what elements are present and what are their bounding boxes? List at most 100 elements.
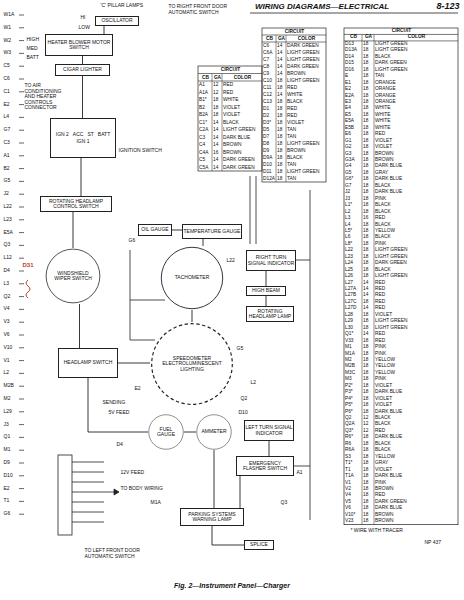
table-cell: BLACK [374, 441, 458, 447]
table-cell: C3 [198, 134, 212, 142]
table-cell: LIGHT GREEN [286, 56, 326, 63]
table-cell: DARK BLUE [374, 505, 458, 511]
wire [240, 476, 241, 508]
table-cell: VIOLET [222, 111, 262, 119]
connector-block [58, 455, 119, 535]
table-cell: J2 [344, 189, 362, 195]
wire-code: C3 [3, 140, 10, 146]
table-cell: G3A [344, 157, 362, 163]
table-cell: 18 [276, 133, 286, 140]
table-cell: BROWN [374, 151, 458, 157]
table-cell: C9 [262, 70, 276, 77]
table-cell: E [344, 73, 362, 79]
table-cell: 18 [362, 454, 374, 460]
wire [81, 158, 82, 196]
table-cell: C11 [262, 84, 276, 91]
table-cell: 14 [276, 70, 286, 77]
table-cell: BLACK [374, 54, 458, 60]
table-cell: D3* [262, 119, 276, 126]
table-cell: 18 [362, 376, 374, 382]
wire-code: V10 [3, 345, 13, 351]
table-cell: D15 [344, 60, 362, 66]
wire-code: V1 [3, 358, 10, 364]
table-header: COLOR [222, 74, 262, 82]
wire [192, 310, 193, 322]
table-cell: D8 [262, 140, 276, 147]
table-cell: 18 [362, 234, 374, 240]
table-cell: TAN [286, 161, 326, 168]
table-cell: LIGHT GREEN [374, 254, 458, 260]
table-cell: L29 [344, 318, 362, 324]
table-cell: Q1* [344, 331, 362, 337]
table-cell: BLACK [374, 267, 458, 273]
table-cell: 18 [362, 299, 374, 305]
table-cell: 18 [362, 441, 374, 447]
table-header: CIRCUIT [344, 28, 458, 34]
table-cell: LIGHT GREEN [286, 140, 326, 147]
table-cell: YELLOW [374, 454, 458, 460]
table-cell: 14 [362, 280, 374, 286]
table-cell: L25 [344, 267, 362, 273]
table-cell: 18 [362, 318, 374, 324]
table-cell: 18 [362, 176, 374, 182]
component-label: OIL GAUGE [141, 227, 168, 233]
table-cell: BLACK [374, 209, 458, 215]
table-cell: R6* [344, 434, 362, 440]
table-cell: DARK GREEN [374, 499, 458, 505]
table-cell: TAN [374, 73, 458, 79]
wire-code: L4 [3, 114, 10, 120]
component-label: SPLICE [250, 542, 268, 548]
table-cell: 18 [362, 480, 374, 486]
table-cell: 18 [362, 228, 374, 234]
component-box: RIGHT TURN SIGNAL INDICATOR [246, 250, 296, 271]
table-cell: 18 [362, 254, 374, 260]
wire-code: C5 [3, 63, 10, 69]
table-cell: 14 [212, 126, 222, 134]
table-cell: 18 [362, 389, 374, 395]
table-cell: Q2A [344, 421, 362, 427]
table-cell: D7 [262, 133, 276, 140]
table-header: GA [276, 35, 286, 42]
table-cell: 18 [362, 241, 374, 247]
callout-text: Q2 [240, 396, 248, 402]
table-cell: 18 [362, 86, 374, 92]
table-cell: 14 [212, 119, 222, 127]
table-cell: 18 [362, 273, 374, 279]
table-cell: L27 [344, 280, 362, 286]
table-cell: GRAY [374, 460, 458, 466]
table-cell: G3 [344, 151, 362, 157]
table-cell: 18 [362, 67, 374, 73]
component-label: LEFT TURN SIGNAL INDICATOR [245, 425, 293, 436]
page-title: WIRING DIAGRAMS—ELECTRICAL [255, 2, 389, 11]
table-cell: WHITE [222, 96, 262, 104]
table-cell: C1* [198, 119, 212, 127]
component-label: ST [87, 132, 93, 138]
table-cell: B2A [198, 111, 212, 119]
wire-code: L12 [3, 255, 12, 261]
table-cell: L8* [344, 241, 362, 247]
table-cell: C12 [262, 91, 276, 98]
table-cell: RED [374, 492, 458, 498]
table-cell: YELLOW [374, 370, 458, 376]
table-cell: TAN [286, 126, 326, 133]
table-cell: M1 [344, 344, 362, 350]
callout-text: TO AIR CONDITIONING AND HEATER CONTROLS … [24, 83, 73, 111]
component-label: WINDSHIELD WIPER SWITCH [53, 271, 93, 282]
wire-run [95, 22, 310, 520]
wire-code: D9 [3, 460, 10, 466]
wire-code: L23 [3, 217, 12, 223]
table-cell: D2 [262, 112, 276, 119]
table-header: GA [362, 34, 374, 40]
table-cell: 14 [362, 305, 374, 311]
table-cell: BROWN [286, 70, 326, 77]
table-cell: 18 [362, 344, 374, 350]
callout-text: BATT [26, 55, 39, 61]
table-cell: BLACK [286, 154, 326, 161]
table-cell: VIOLET [286, 119, 326, 126]
table-cell: J3 [344, 196, 362, 202]
component-box: OIL GAUGE [138, 224, 172, 236]
callout-text: L2 [250, 380, 257, 386]
table-cell: 18 [362, 409, 374, 415]
component-label: EMERGENCY FLASHER SWITCH [237, 461, 293, 472]
wire-code: C6 [3, 76, 10, 82]
